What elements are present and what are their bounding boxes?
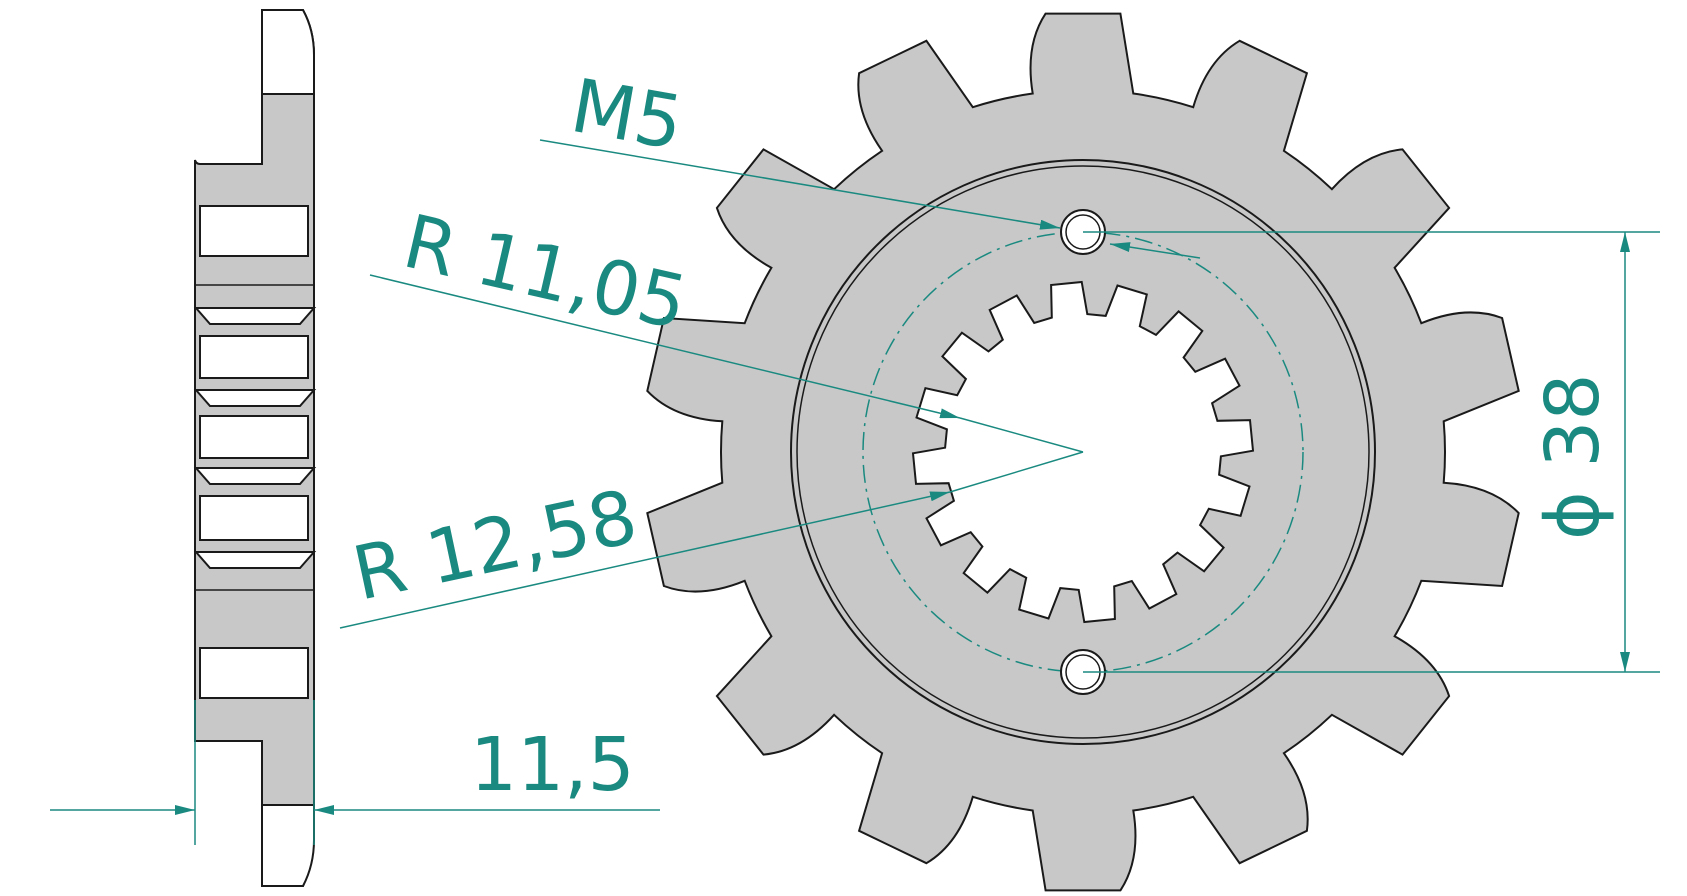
bolt-circle-label: ϕ 38	[1530, 374, 1616, 541]
outer-radius-label: R 12,58	[346, 474, 644, 618]
side-spline-bands	[193, 307, 317, 569]
dimension-lines	[50, 139, 1660, 845]
side-tooth-top	[261, 9, 315, 95]
thread-label: M5	[565, 63, 689, 167]
side-tooth-bottom	[261, 804, 315, 887]
hub-step-inner	[796, 165, 1370, 739]
thickness-label: 11,5	[470, 722, 635, 808]
side-view	[193, 9, 317, 887]
side-hidden-edges	[195, 284, 314, 591]
side-slot-bottom	[199, 647, 309, 699]
side-slot-top	[199, 205, 309, 257]
inner-radius-label: R 11,05	[396, 199, 695, 347]
hub-step-outer	[790, 159, 1376, 745]
